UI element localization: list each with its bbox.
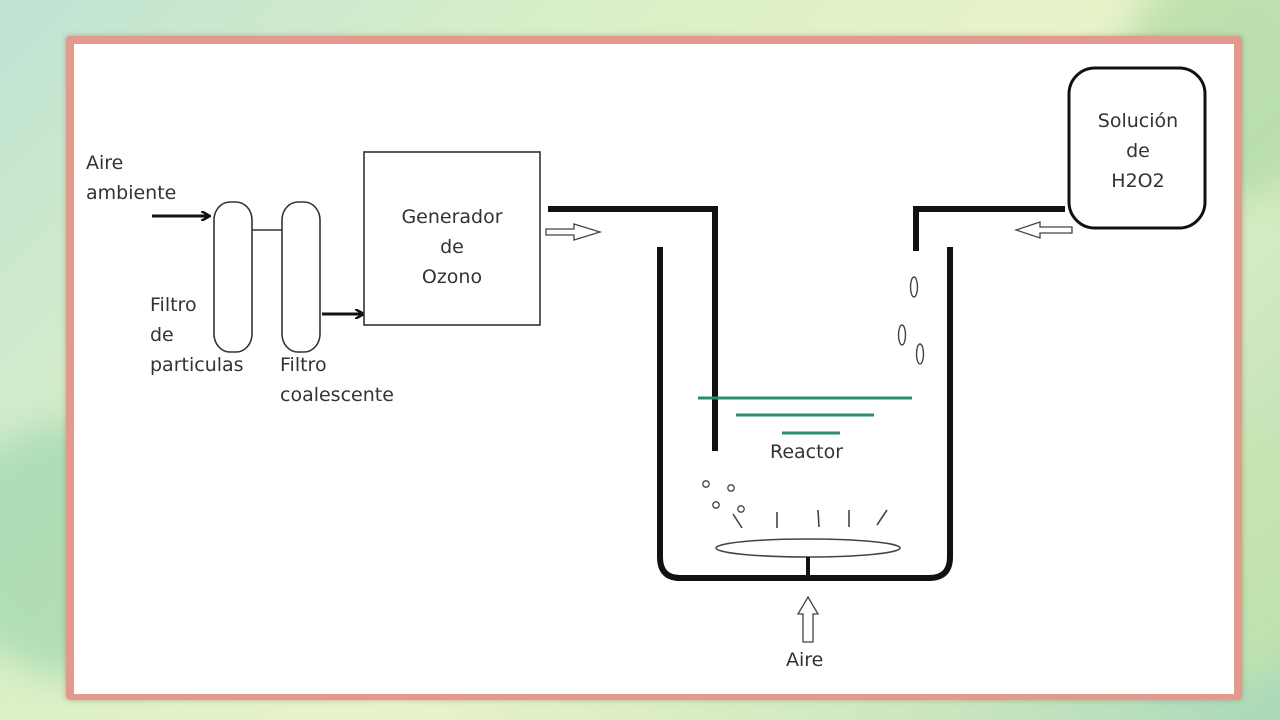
label-filtro-particulas: particulas bbox=[150, 354, 244, 376]
label-reactor: Reactor bbox=[770, 441, 844, 463]
bubble bbox=[737, 505, 745, 513]
h2o2-drop bbox=[897, 324, 907, 346]
diffuser-dash bbox=[876, 509, 888, 526]
label-generador: de bbox=[440, 236, 464, 258]
label-solucion: H2O2 bbox=[1111, 170, 1165, 192]
ozone-generator bbox=[363, 151, 541, 326]
label-aire-ambiente: Aire bbox=[86, 152, 124, 174]
h2o2-pipe bbox=[913, 206, 1065, 251]
ozone-flow-arrow bbox=[545, 223, 603, 241]
h2o2-drop bbox=[909, 276, 919, 298]
label-filtro-particulas: de bbox=[150, 324, 174, 346]
label-filtro-coalescente: coalescente bbox=[280, 384, 394, 406]
bubble bbox=[702, 480, 710, 488]
h2o2-tank bbox=[1067, 66, 1207, 230]
particle-filter bbox=[213, 201, 253, 353]
label-aire-ambiente: ambiente bbox=[86, 182, 177, 204]
label-generador: Ozono bbox=[421, 266, 483, 288]
label-filtro-coalescente: Filtro bbox=[280, 354, 327, 376]
reactor-vessel bbox=[657, 247, 953, 581]
air-inlet-arrow bbox=[796, 595, 820, 643]
label-filtro-particulas: Filtro bbox=[150, 294, 197, 316]
diffuser-dash bbox=[732, 513, 743, 529]
bubble bbox=[712, 501, 720, 509]
process-diagram bbox=[152, 66, 1207, 643]
label-solucion: de bbox=[1126, 140, 1150, 162]
ozone-pipe bbox=[548, 206, 718, 451]
diffuser-dash bbox=[817, 509, 820, 528]
label-aire-inlet: Aire bbox=[786, 649, 824, 671]
air-diffuser bbox=[715, 538, 901, 558]
bubble bbox=[727, 484, 735, 492]
slide-frame: Aire ambiente Filtro de particulas Filtr… bbox=[66, 36, 1242, 700]
label-generador: Generador bbox=[401, 206, 503, 228]
diagram-panel: Aire ambiente Filtro de particulas Filtr… bbox=[74, 44, 1234, 694]
h2o2-flow-arrow bbox=[1013, 221, 1073, 239]
coalescent-filter bbox=[281, 201, 321, 353]
h2o2-drop bbox=[915, 343, 925, 365]
label-solucion: Solución bbox=[1097, 110, 1179, 132]
